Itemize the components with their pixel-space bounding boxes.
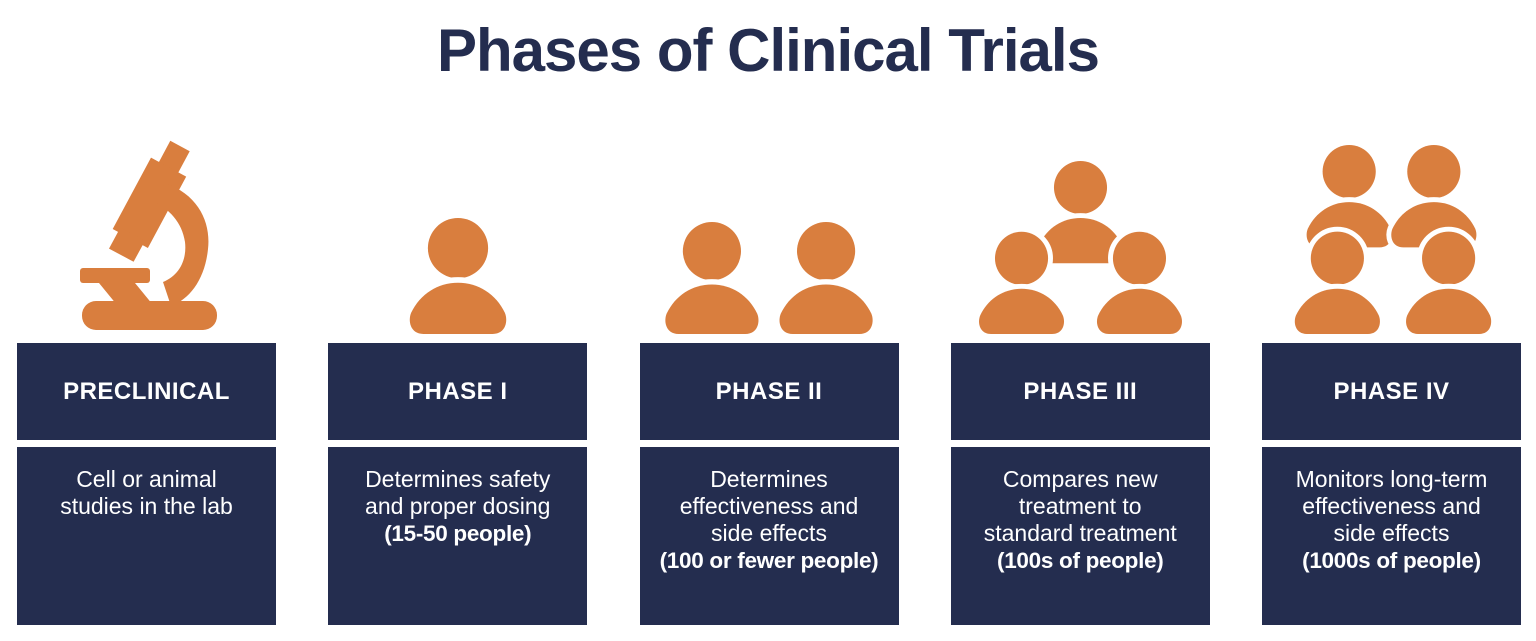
phase-description: Determines effectiveness and side effect… — [679, 466, 859, 546]
phase-description: Cell or animal studies in the lab — [60, 466, 233, 519]
column-phase-4: PHASE IV Monitors long-term effectivenes… — [1262, 120, 1521, 625]
phase-description-box: Monitors long-term effectiveness and sid… — [1262, 447, 1521, 625]
phase-population: (100s of people) — [997, 548, 1164, 573]
phase-label: PHASE I — [407, 377, 508, 405]
column-phase-3: PHASE III Compares new treatment to stan… — [950, 120, 1210, 625]
phase-label: PHASE III — [1023, 377, 1138, 405]
phase-population: (100 or fewer people) — [659, 548, 879, 573]
one-person-icon — [402, 218, 514, 334]
column-phase-1: PHASE I Determines safety and proper dos… — [328, 120, 588, 625]
phase-population: (15-50 people) — [384, 521, 532, 546]
three-people-icon — [972, 161, 1189, 334]
phase-header: PHASE III — [950, 343, 1210, 440]
phase-columns: PRECLINICAL Cell or animal studies in th… — [17, 120, 1521, 625]
phase-label: PHASE II — [715, 377, 823, 405]
two-people-icon — [658, 222, 880, 334]
phase-description-box: Determines effectiveness and side effect… — [639, 447, 899, 625]
phase-header: PHASE II — [639, 343, 899, 440]
column-preclinical: PRECLINICAL Cell or animal studies in th… — [17, 120, 276, 625]
phase-header: PRECLINICAL — [17, 343, 276, 440]
phase-description-box: Cell or animal studies in the lab — [17, 447, 276, 625]
phase-description: Monitors long-term effectiveness and sid… — [1295, 466, 1488, 546]
phase-header: PHASE IV — [1262, 343, 1521, 440]
column-phase-2: PHASE II Determines effectiveness and si… — [639, 120, 899, 625]
phase-description-box: Determines safety and proper dosing (15-… — [328, 447, 588, 625]
phase-description: Determines safety and proper dosing — [365, 466, 551, 519]
phase-description-box: Compares new treatment to standard treat… — [950, 447, 1210, 625]
phase-label: PHASE IV — [1333, 377, 1450, 405]
page-title: Phases of Clinical Trials — [437, 17, 1100, 84]
phase-label: PRECLINICAL — [63, 377, 230, 405]
four-people-icon — [1282, 145, 1502, 334]
phase-description: Compares new treatment to standard treat… — [983, 466, 1177, 546]
microscope-icon — [79, 140, 217, 330]
phase-population: (1000s of people) — [1302, 548, 1481, 573]
phase-header: PHASE I — [328, 343, 588, 440]
